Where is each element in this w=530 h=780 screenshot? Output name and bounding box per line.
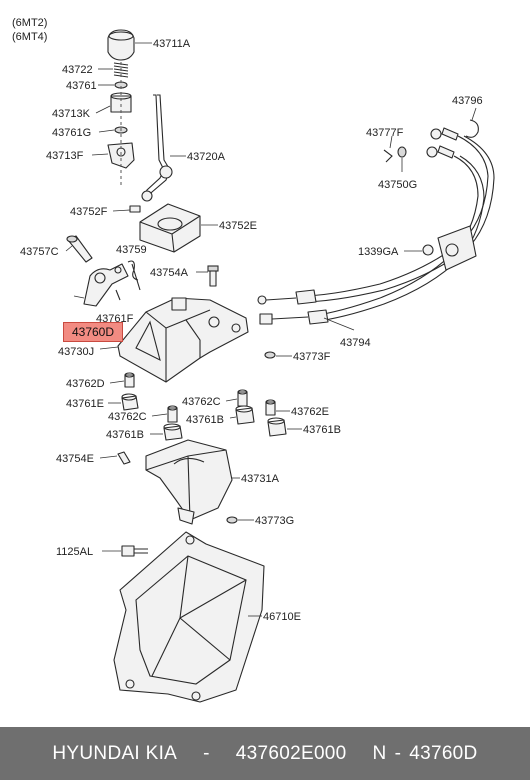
label-43713f: 43713F: [46, 150, 84, 162]
bushing-collar-center: [167, 405, 178, 423]
footer-code-group: N - 43760D: [373, 743, 478, 765]
lever-boot-bushing: [110, 92, 132, 113]
cable-end-lower: [257, 289, 329, 325]
label-43761g: 43761G: [52, 127, 91, 139]
lever-seat: [107, 142, 135, 169]
pin-43777f: [383, 149, 393, 163]
cable-bracket-1339ga: [422, 225, 477, 271]
label-43713k: 43713K: [52, 108, 91, 120]
label-43722: 43722: [62, 64, 93, 76]
nut-lower: [226, 516, 238, 524]
label-43762e: 43762E: [291, 406, 329, 418]
label-43752f: 43752F: [70, 206, 108, 218]
label-43761: 43761: [66, 80, 97, 92]
label-43777f: 43777F: [366, 127, 404, 139]
mounting-frame: [113, 531, 265, 703]
bushing-collar-right: [265, 399, 276, 416]
select-lever-arm: [83, 263, 129, 307]
mounting-bolt: [121, 545, 148, 557]
pin-clip: [129, 205, 141, 213]
label-43773g: 43773G: [255, 515, 294, 527]
spring-clip: [127, 260, 141, 291]
bolt: [66, 235, 93, 263]
label-43711a: 43711A: [153, 38, 191, 50]
label-43761e: 43761E: [66, 398, 104, 410]
label-43761b-left: 43761B: [106, 429, 144, 441]
footer-separator-2: -: [394, 742, 402, 764]
footer-separator: -: [203, 742, 210, 764]
label-43720a: 43720A: [187, 151, 226, 163]
label-1339ga: 1339GA: [358, 246, 399, 258]
bushing-rubber-left: [121, 393, 139, 411]
highlighted-part-label: 43760D: [63, 322, 123, 342]
cable-end-upper: [426, 127, 459, 159]
footer-part-code: 43760D: [409, 742, 478, 764]
shifter-lower-bracket: [145, 439, 233, 525]
clip-43796: [465, 119, 479, 138]
label-43752e: 43752E: [219, 220, 257, 232]
label-43757c: 43757C: [20, 246, 59, 258]
label-46710e: 46710E: [263, 611, 301, 623]
bolt-lower: [117, 451, 131, 465]
label-43759: 43759: [116, 244, 147, 256]
bushing-collar-left: [124, 372, 135, 388]
variant-note-6mt4: (6MT4): [12, 31, 47, 43]
exploded-parts-diagram: (6MT2) (6MT4) 43711A 43722 43761 43713K …: [12, 17, 495, 703]
label-43761b-right: 43761B: [303, 424, 341, 436]
footer-brand: HYUNDAI KIA: [52, 742, 178, 764]
small-bolt: [207, 265, 219, 287]
label-43754a: 43754A: [150, 267, 189, 279]
label-43731a: 43731A: [241, 473, 280, 485]
lever-housing-cover: [139, 203, 201, 253]
variant-note-6mt2: (6MT2): [12, 17, 47, 29]
label-43762d: 43762D: [66, 378, 105, 390]
footer-prefix: N: [372, 742, 387, 764]
label-43750g: 43750G: [378, 179, 417, 191]
nut: [264, 351, 276, 359]
label-43796: 43796: [452, 95, 483, 107]
label-1125al: 1125AL: [56, 546, 93, 558]
bushing-rubber-right: [267, 417, 287, 437]
bushing-rubber-center: [163, 423, 183, 441]
label-43773f: 43773F: [293, 351, 331, 363]
part-number-footer: HYUNDAI KIA - 437602E000 N - 43760D: [0, 727, 530, 780]
label-43754e: 43754E: [56, 453, 94, 465]
label-43762c-left: 43762C: [108, 411, 147, 423]
bushing-collar-mid: [237, 389, 248, 407]
label-43730j: 43730J: [58, 346, 94, 358]
washer-43750g: [397, 146, 407, 158]
label-43761b-mid: 43761B: [186, 414, 224, 426]
label-43762c-mid: 43762C: [182, 396, 221, 408]
footer-part-number: 437602E000: [235, 742, 347, 764]
shift-knob: [107, 29, 135, 61]
shifter-base-bracket: [117, 297, 249, 383]
shift-lever-rod: [141, 94, 173, 202]
bushing-rubber-mid: [235, 405, 255, 425]
label-43794: 43794: [340, 337, 371, 349]
